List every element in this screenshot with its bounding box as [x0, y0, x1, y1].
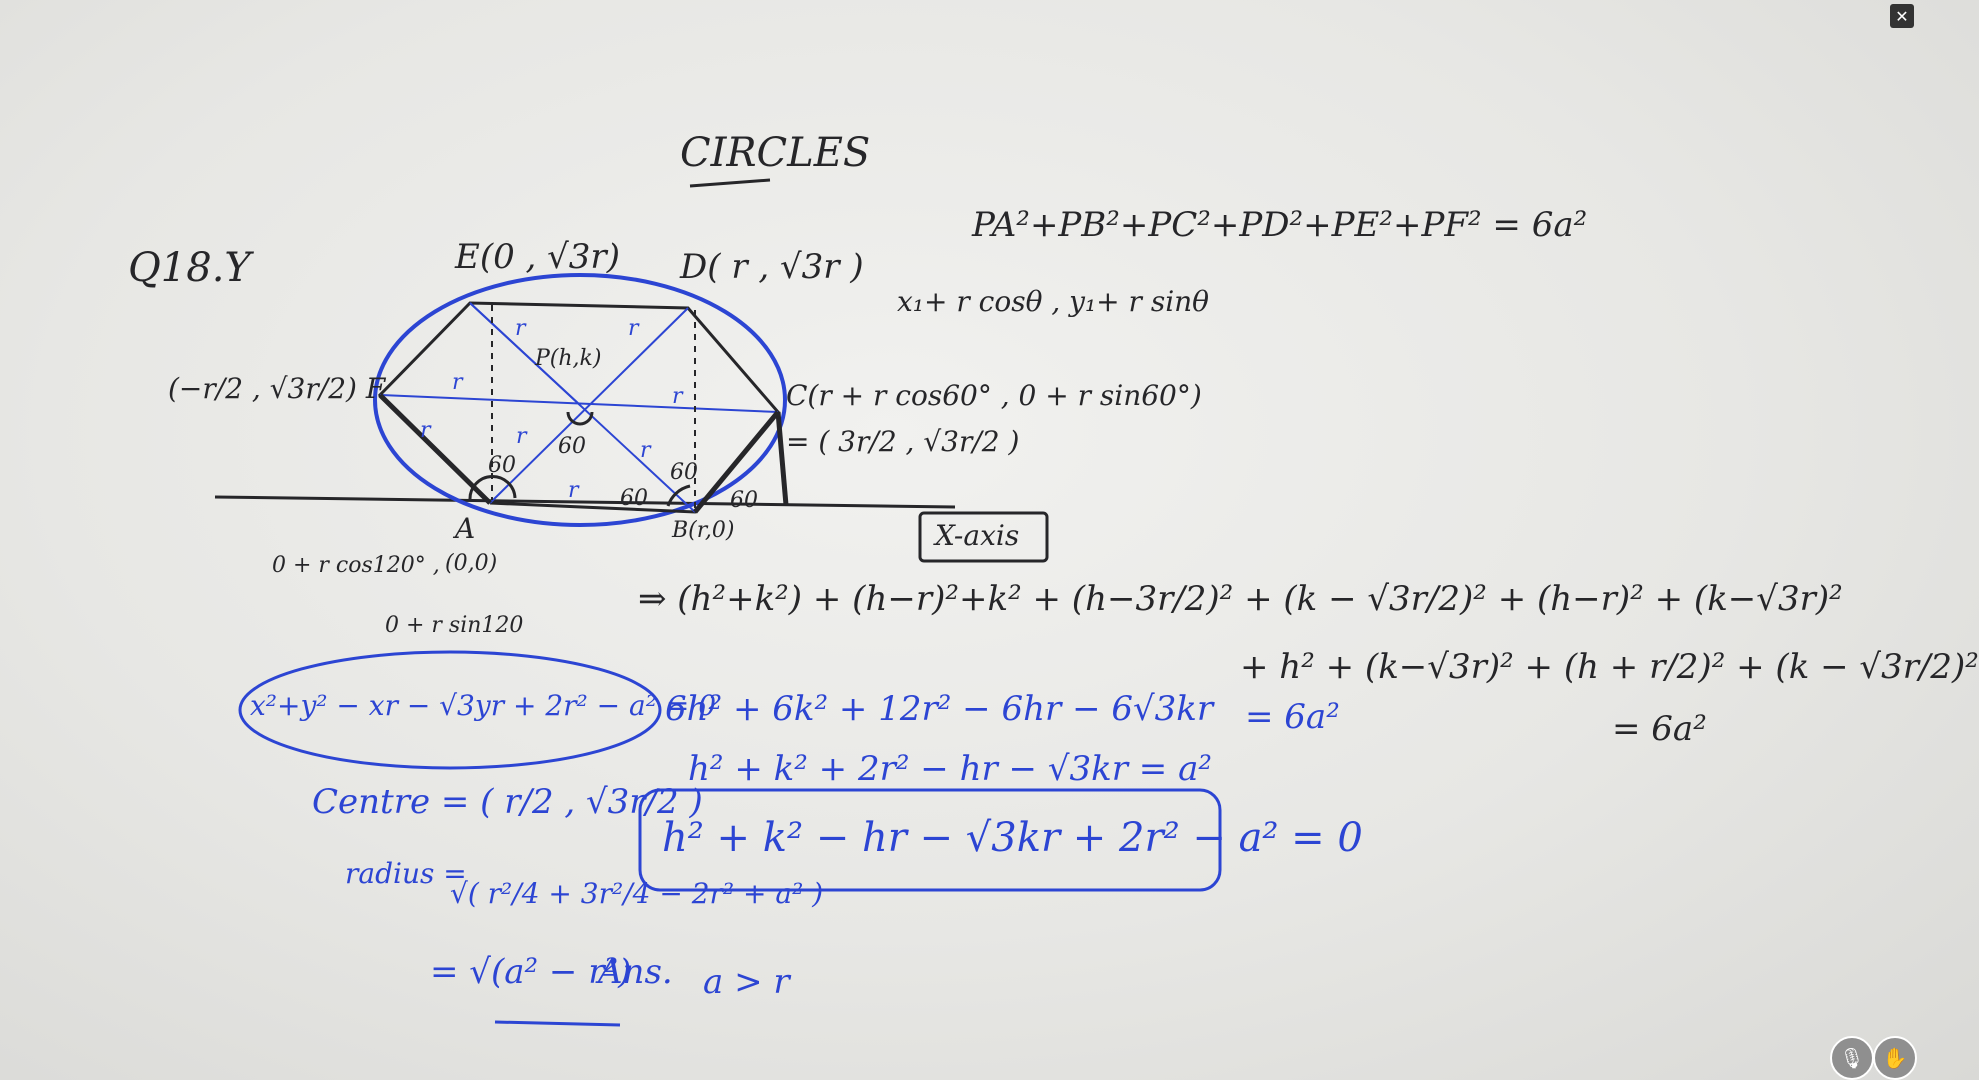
result-underline — [494, 1020, 621, 1027]
x-axis-box — [918, 511, 1049, 563]
thick-sides — [378, 393, 789, 514]
x-axis-line — [214, 495, 956, 509]
side-label-r: r — [628, 316, 639, 341]
side-label-r: r — [516, 424, 527, 449]
question-number: Q18.Y — [128, 245, 251, 291]
label-P: P(h,k) — [535, 346, 602, 371]
sum-of-squares-equation: PA²+PB²+PC²+PD²+PE²+PF² = 6a² — [972, 205, 1588, 245]
locus-ellipse — [238, 650, 662, 770]
close-icon[interactable]: ✕ — [1890, 4, 1914, 28]
x-axis-label: X-axis — [935, 519, 1020, 552]
angle-label-60: 60 — [488, 453, 516, 478]
boxed-hk-equation: h² + k² − hr − √3kr + 2r² − a² = 0 — [662, 815, 1363, 861]
label-D: D( r , √3r ) — [680, 247, 864, 287]
label-A-coord: (0,0) — [445, 551, 498, 576]
mic-icon[interactable]: 🎙 — [1830, 1036, 1874, 1080]
radius-result: = √(a² − r²) — [430, 952, 632, 992]
A-param-cos: 0 + r cos120° , — [272, 553, 440, 578]
condition: a > r — [703, 962, 790, 1002]
side-label-r: r — [420, 418, 431, 443]
label-C: C(r + r cos60° , 0 + r sin60°) — [786, 379, 1202, 412]
locus-equation: x²+y² − xr − √3yr + 2r² − a² = 0 — [250, 689, 717, 722]
expansion-line-1: ⇒ (h²+k²) + (h−r)²+k² + (h−3r/2)² + (k −… — [638, 579, 1843, 619]
angle-label-60: 60 — [558, 434, 586, 459]
parametric-form: x₁+ r cosθ , y₁+ r sinθ — [897, 285, 1210, 318]
result-6a2-left: = 6a² — [1245, 697, 1340, 737]
side-label-r: r — [640, 438, 651, 463]
blue-diagonals — [379, 302, 779, 513]
radius-expression: √( r²/4 + 3r²/4 − 2r² + a² ) — [450, 877, 824, 910]
side-label-r: r — [672, 384, 683, 409]
label-F: (−r/2 , √3r/2) F — [168, 372, 386, 405]
dashed-verticals — [491, 305, 696, 510]
angle-label-60: 60 — [620, 486, 648, 511]
A-param-sin: 0 + r sin120 — [385, 613, 524, 638]
answer-label: Ans. — [598, 952, 673, 992]
label-C-value: = ( 3r/2 , √3r/2 ) — [786, 425, 1020, 458]
angle-arcs — [468, 411, 691, 507]
side-label-r: r — [515, 316, 526, 341]
expansion-line-2: + h² + (k−√3r)² + (h + r/2)² + (k − √3r/… — [1240, 647, 1979, 687]
hand-icon[interactable]: ✋ — [1873, 1036, 1917, 1080]
label-B: B(r,0) — [672, 518, 735, 543]
simplified-equation: h² + k² + 2r² − hr − √3kr = a² — [688, 749, 1212, 789]
side-label-r: r — [452, 370, 463, 395]
centre-label: Centre = ( r/2 , √3r/2 ) — [312, 782, 703, 822]
hexagon-figure — [214, 178, 1222, 1027]
circumcircle — [373, 273, 787, 527]
angle-label-60: 60 — [730, 488, 758, 513]
label-A: A — [455, 512, 476, 545]
result-6a2-right: = 6a² — [1612, 709, 1707, 749]
title-underline — [689, 178, 771, 188]
angle-label-60: 60 — [670, 460, 698, 485]
hk-box — [638, 788, 1222, 892]
expanded-sum: 6h² + 6k² + 12r² − 6hr − 6√3kr — [665, 689, 1214, 729]
page-title: CIRCLES — [680, 130, 871, 176]
radius-label: radius = — [345, 857, 467, 890]
label-E: E(0 , √3r) — [455, 237, 620, 277]
side-label-r: r — [568, 478, 579, 503]
